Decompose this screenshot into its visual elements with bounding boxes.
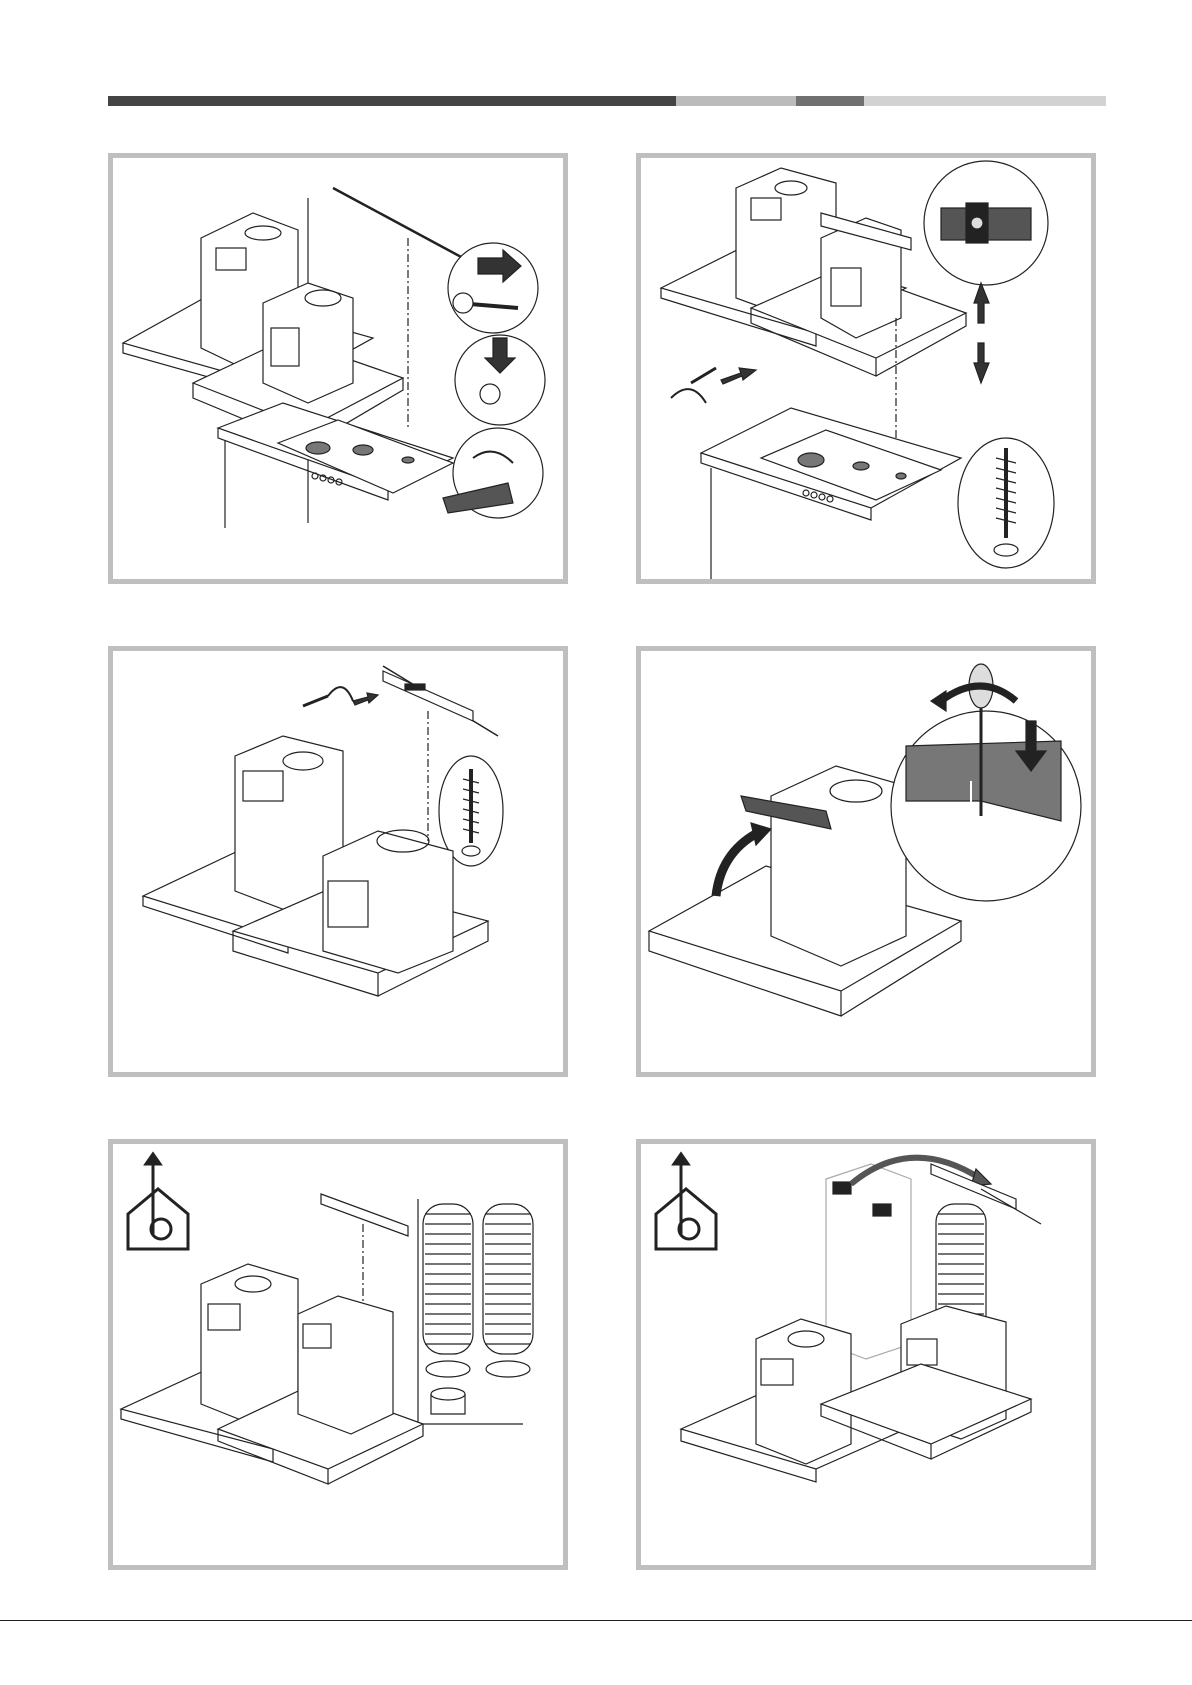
header-segment-dark	[108, 96, 676, 106]
step-4-panel	[636, 646, 1096, 1077]
outlet-house-icon	[128, 1154, 188, 1249]
header-color-bar	[108, 96, 1106, 106]
step-2-panel	[636, 153, 1096, 584]
header-segment-light	[676, 96, 796, 106]
outlet-house-icon	[656, 1154, 716, 1249]
chimney-fitting-illustration	[641, 1144, 1091, 1565]
header-segment-mid	[796, 96, 864, 106]
footer-rule	[0, 1620, 1192, 1621]
hood-wall-mounting-illustration	[113, 158, 563, 579]
hood-levelling-illustration	[641, 158, 1091, 579]
screw-detail-circle-1	[448, 243, 538, 333]
step-3-panel	[108, 646, 568, 1077]
filter-fixing-illustration	[641, 651, 1091, 1072]
step-6-panel	[636, 1139, 1096, 1570]
step-5-panel	[108, 1139, 568, 1570]
step-1-panel	[108, 153, 568, 584]
header-segment-pale	[864, 96, 1106, 106]
duct-kit-illustration	[113, 1144, 563, 1565]
bracket-fixing-illustration	[113, 651, 563, 1072]
